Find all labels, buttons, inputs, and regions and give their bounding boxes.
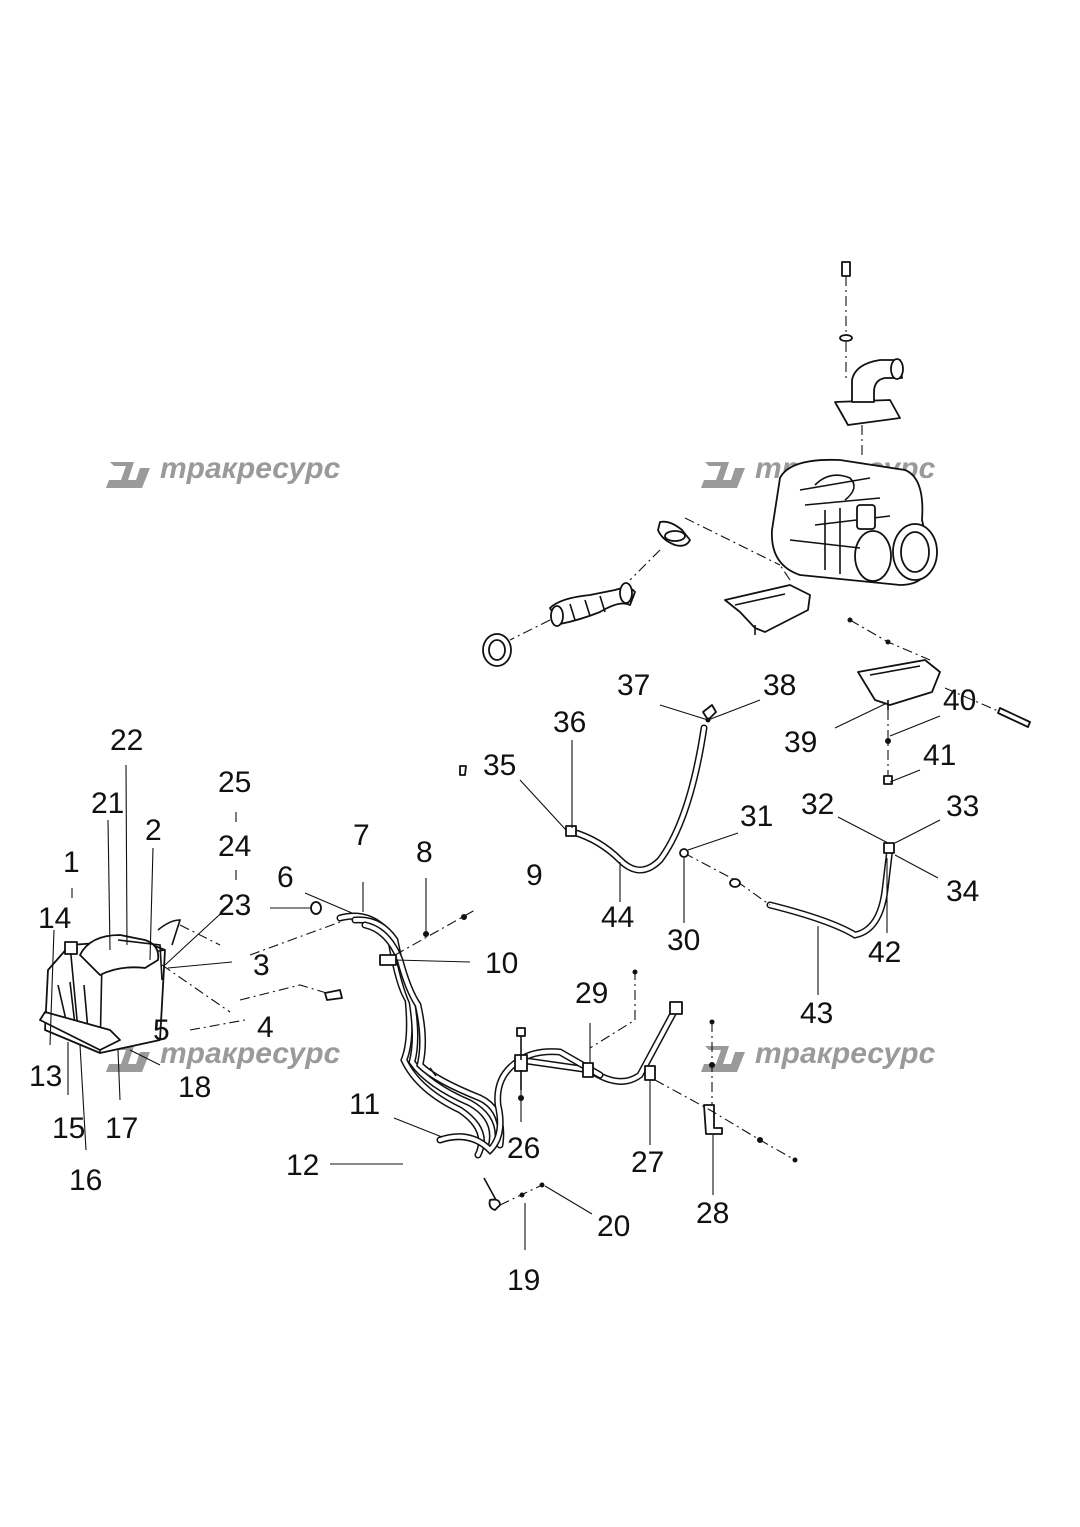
- callout-7: 7: [353, 819, 370, 852]
- tank-cap: [64, 941, 78, 955]
- callout-6: 6: [277, 861, 294, 894]
- callout-19: 19: [507, 1264, 540, 1297]
- callout-37: 37: [617, 669, 650, 702]
- leader-lines: [49, 699, 941, 1250]
- fitting-6: [310, 901, 322, 915]
- callout-44: 44: [601, 901, 634, 934]
- callout-labels: 1 2 3 4 5 6 7 8 9 10 11 12 13 14 15 16 1…: [29, 669, 979, 1297]
- callout-20: 20: [597, 1210, 630, 1243]
- watermark-bottom-right: трaкресурс: [701, 1037, 936, 1072]
- callout-31: 31: [740, 800, 773, 833]
- callout-33: 33: [946, 790, 979, 823]
- fitting-37: [702, 704, 717, 721]
- callout-12: 12: [286, 1149, 319, 1182]
- callout-38: 38: [763, 669, 796, 702]
- callout-36: 36: [553, 706, 586, 739]
- callout-16: 16: [69, 1164, 102, 1197]
- main-hose-bundle: [239, 901, 683, 1211]
- callout-3: 3: [253, 949, 270, 982]
- callout-10: 10: [485, 947, 518, 980]
- watermark-bottom-left: трaкресурс: [106, 1037, 341, 1072]
- flex-pipe: [549, 587, 636, 625]
- callout-11: 11: [349, 1088, 380, 1121]
- inlet-pipe: [854, 530, 892, 582]
- watermark-text: трaкресурс: [755, 1037, 936, 1070]
- callout-41: 41: [923, 739, 956, 772]
- callout-8: 8: [416, 836, 433, 869]
- callout-34: 34: [946, 875, 979, 908]
- watermark-text: трaкресурс: [160, 1037, 341, 1070]
- watermark-logo-icon: [701, 1046, 745, 1072]
- callout-13: 13: [29, 1060, 62, 1093]
- callout-5: 5: [153, 1014, 170, 1047]
- watermark-logo-icon: [106, 462, 150, 488]
- callout-22: 22: [110, 724, 143, 757]
- callout-35: 35: [483, 749, 516, 782]
- exhaust-pipe-assembly: [482, 517, 781, 667]
- top-washer: [839, 334, 853, 342]
- callout-18: 18: [178, 1071, 211, 1104]
- hose-clip-10: [379, 954, 397, 966]
- watermark-top-left: трaкресурс: [106, 452, 341, 488]
- def-tank: [39, 919, 246, 1054]
- bracket-39: [847, 617, 941, 710]
- dpf-muffler: [771, 458, 938, 586]
- callout-30: 30: [667, 924, 700, 957]
- top-bolt: [841, 261, 851, 277]
- exhaust-elbow-assembly: [834, 261, 904, 455]
- watermark-text: трaкресурс: [160, 452, 341, 485]
- callout-23: 23: [218, 889, 251, 922]
- callout-29: 29: [575, 977, 608, 1010]
- pump-module: [79, 934, 160, 976]
- callout-39: 39: [784, 726, 817, 759]
- callout-26: 26: [507, 1132, 540, 1165]
- callout-42: 42: [868, 936, 901, 969]
- fitting-35: [459, 765, 467, 776]
- callout-28: 28: [696, 1197, 729, 1230]
- elbow-flange: [834, 399, 901, 426]
- hose-43: [679, 842, 895, 939]
- callout-21: 21: [91, 787, 124, 820]
- callout-15: 15: [52, 1112, 85, 1145]
- callout-27: 27: [631, 1146, 664, 1179]
- sensor: [856, 504, 876, 530]
- tank-bracket: [39, 1011, 121, 1051]
- callout-32: 32: [801, 788, 834, 821]
- watermark-logo-icon: [701, 462, 745, 488]
- callout-2: 2: [145, 814, 162, 847]
- hose-clip-29: [582, 1062, 594, 1078]
- callout-14: 14: [38, 902, 71, 935]
- exhaust-elbow: [851, 359, 903, 403]
- callout-24: 24: [218, 830, 251, 863]
- callout-43: 43: [800, 997, 833, 1030]
- callout-40: 40: [943, 684, 976, 717]
- hose-clip-27: [644, 1065, 656, 1081]
- bracket-28: [654, 1019, 798, 1163]
- upper-bracket: [724, 564, 811, 635]
- fitting-19: [488, 1198, 501, 1211]
- clip-5: [324, 989, 343, 1001]
- bolt-40: [944, 687, 1031, 728]
- hose-44: [459, 704, 717, 874]
- callout-25: 25: [218, 766, 251, 799]
- callout-17: 17: [105, 1112, 138, 1145]
- callout-4: 4: [257, 1011, 274, 1044]
- watermark-logo-icon: [106, 1046, 150, 1072]
- callout-9: 9: [526, 859, 543, 892]
- nut-41: [883, 710, 893, 785]
- callout-1: 1: [63, 846, 80, 879]
